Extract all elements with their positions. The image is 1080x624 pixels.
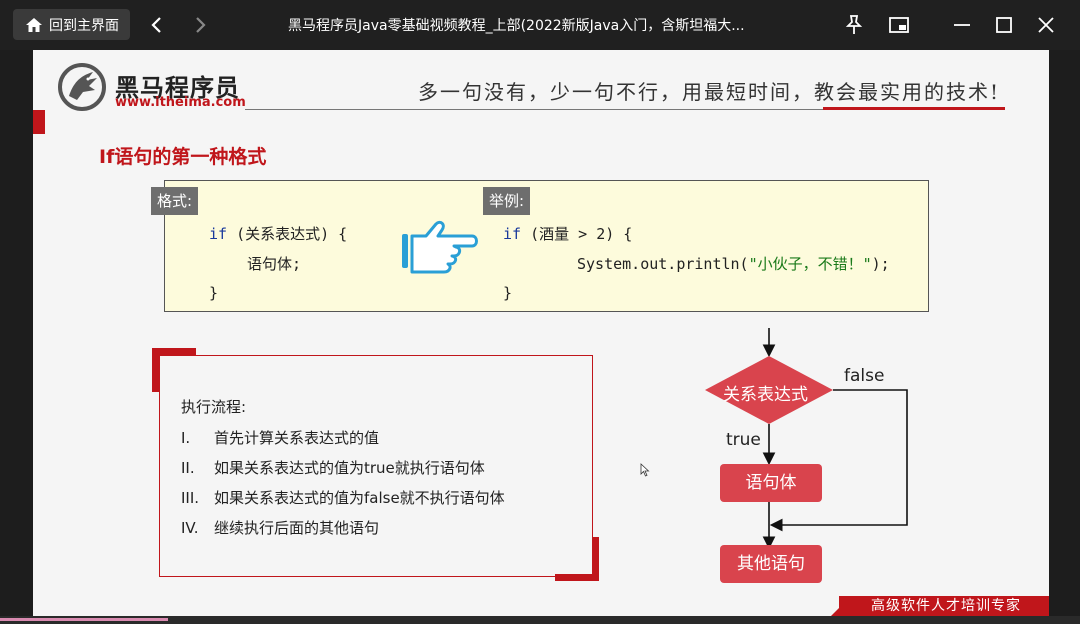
corner-bottom-vertical xyxy=(592,537,599,581)
corner-bottom-horizontal xyxy=(555,574,599,581)
example-line-3: } xyxy=(503,284,513,302)
mouse-cursor-icon xyxy=(640,463,650,477)
logo-name: 黑马程序员 xyxy=(115,74,240,102)
playback-progress[interactable] xyxy=(0,618,168,621)
flow-step-4: IV. 继续执行后面的其他语句 xyxy=(181,517,379,538)
example-println: System.out.println( xyxy=(577,255,749,273)
step-number: III. xyxy=(181,489,200,507)
example-condition: (酒量 > 2) { xyxy=(521,225,633,243)
example-line-end: ); xyxy=(871,255,890,273)
home-icon xyxy=(26,17,42,32)
format-tag: 格式: xyxy=(151,187,199,215)
step-text: 如果关系表达式的值为true就执行语句体 xyxy=(214,459,485,477)
example-line-1: if (酒量 > 2) { xyxy=(503,223,632,244)
execution-flow-box xyxy=(159,355,593,577)
corner-top-horizontal xyxy=(152,348,196,355)
other-statements-box: 其他语句 xyxy=(720,545,822,583)
window-title: 黑马程序员Java零基础视频教程_上部(2022新版Java入门，含斯坦福大..… xyxy=(288,18,745,34)
step-number: II. xyxy=(181,459,195,477)
flow-title: 执行流程: xyxy=(181,398,247,416)
format-line-1: if (关系表达式) { xyxy=(209,223,347,244)
close-icon[interactable] xyxy=(1034,13,1058,37)
slide-heading: If语句的第一种格式 xyxy=(99,146,267,168)
corner-top-vertical xyxy=(152,348,159,392)
minimize-icon[interactable] xyxy=(950,13,974,37)
example-string: "小伙子，不错！" xyxy=(748,255,872,273)
pointing-hand-icon xyxy=(402,220,478,274)
format-line-3: } xyxy=(209,284,219,302)
maximize-icon[interactable] xyxy=(992,13,1016,37)
example-tag: 举例: xyxy=(483,187,531,215)
example-keyword: if xyxy=(503,225,522,243)
slide-content: 黑马程序员 www.itheima.com 多一句没有，少一句不行，用最短时间，… xyxy=(33,50,1049,616)
example-line-2: System.out.println("小伙子，不错！"); xyxy=(577,253,890,274)
home-button-label: 回到主界面 xyxy=(49,17,119,34)
body-box: 语句体 xyxy=(720,464,822,502)
flow-step-2: II. 如果关系表达式的值为true就执行语句体 xyxy=(181,457,485,478)
slide-red-marker xyxy=(33,110,45,134)
mini-player-icon[interactable] xyxy=(887,13,911,37)
horse-logo-icon xyxy=(58,63,106,111)
forward-icon[interactable] xyxy=(188,13,212,37)
false-label: false xyxy=(844,366,885,386)
condition-label: 关系表达式 xyxy=(723,385,808,405)
logo-url: www.itheima.com xyxy=(115,95,246,110)
player-bottom-bar[interactable] xyxy=(0,616,1080,624)
slogan-accent xyxy=(823,107,1005,110)
step-text: 首先计算关系表达式的值 xyxy=(214,429,380,447)
flow-step-3: III. 如果关系表达式的值为false就不执行语句体 xyxy=(181,487,505,508)
condition-diamond xyxy=(705,356,833,424)
true-label: true xyxy=(726,430,761,450)
step-number: I. xyxy=(181,429,191,447)
flow-step-1: I. 首先计算关系表达式的值 xyxy=(181,427,379,448)
step-text: 继续执行后面的其他语句 xyxy=(214,519,380,537)
step-text: 如果关系表达式的值为false就不执行语句体 xyxy=(214,489,505,507)
home-button[interactable]: 回到主界面 xyxy=(13,9,130,40)
slogan-underline xyxy=(245,109,1005,110)
flowchart-diagram xyxy=(705,328,908,550)
format-keyword: if xyxy=(209,225,228,243)
code-box: 格式: if (关系表达式) { 语句体; } 举例: if (酒量 > 2) … xyxy=(151,180,929,312)
step-number: IV. xyxy=(181,519,199,537)
footer-text: 高级软件人才培训专家 xyxy=(871,598,1021,614)
arrow-false-branch xyxy=(769,389,908,532)
footer-banner: 高级软件人才培训专家 xyxy=(839,596,1049,616)
window-titlebar: 回到主界面 黑马程序员Java零基础视频教程_上部(2022新版Java入门，含… xyxy=(0,0,1080,50)
format-line-2: 语句体; xyxy=(247,255,302,273)
pin-icon[interactable] xyxy=(842,13,866,37)
format-condition: (关系表达式) { xyxy=(227,225,348,243)
slogan: 多一句没有，少一句不行，用最短时间，教会最实用的技术! xyxy=(418,80,1001,104)
back-icon[interactable] xyxy=(145,13,169,37)
